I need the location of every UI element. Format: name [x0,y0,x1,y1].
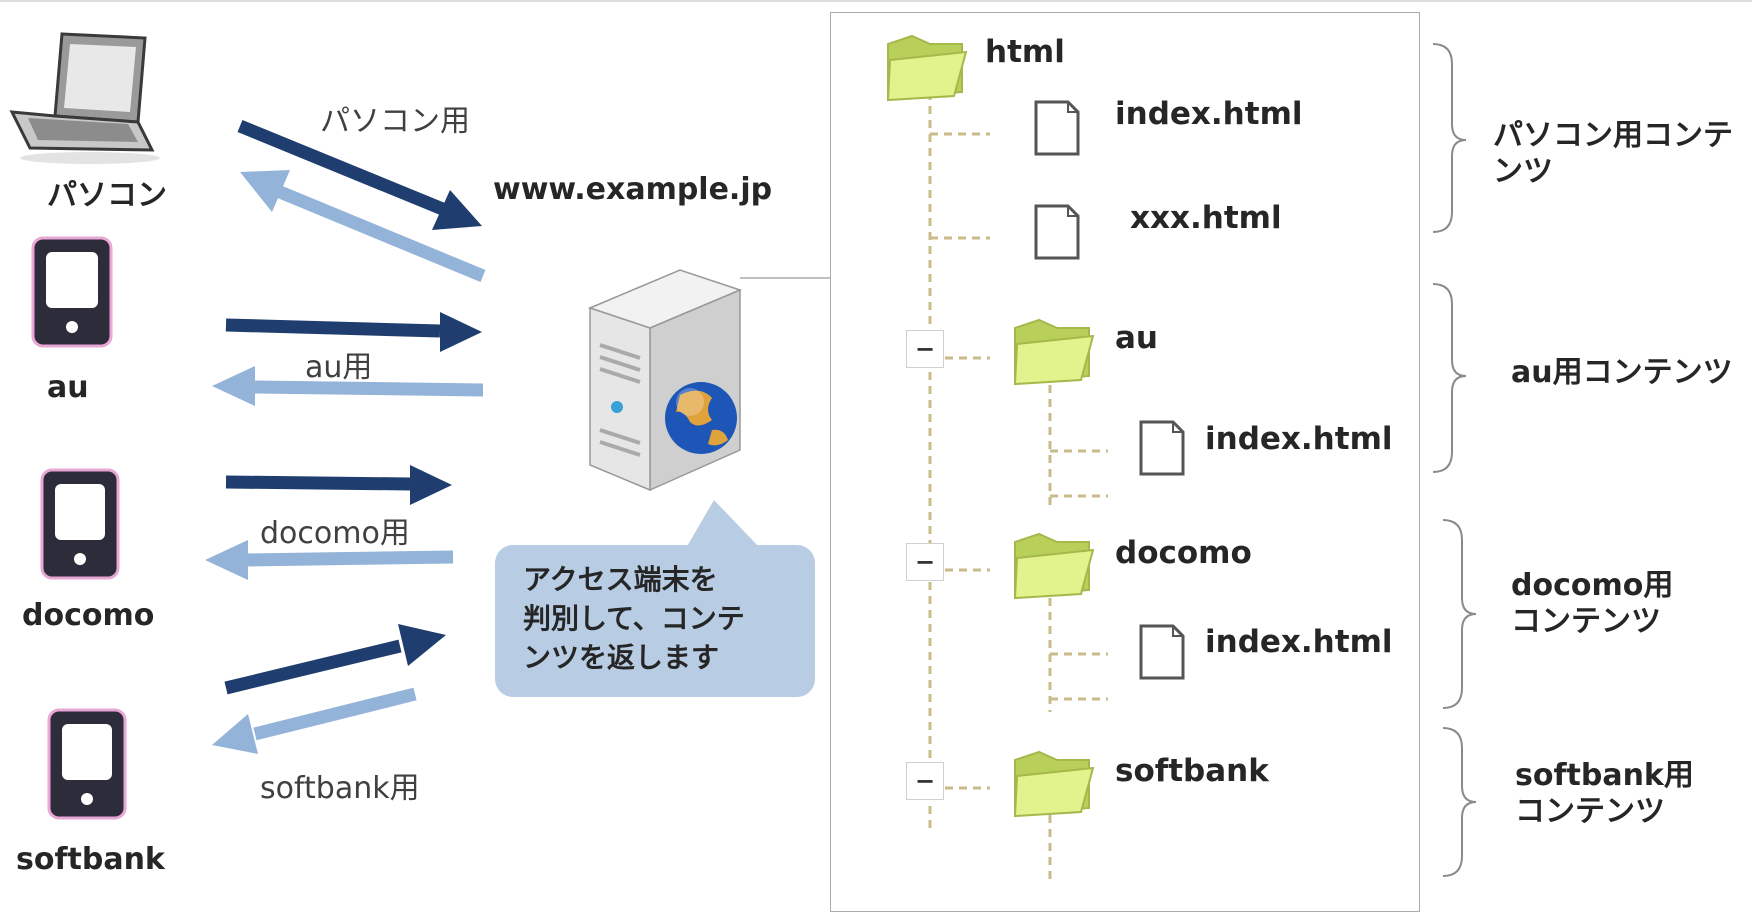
callout-line: アクセス端末を [523,563,718,596]
tree-folder-html[interactable]: html [985,34,1065,70]
callout-line: ンツを返します [523,641,720,674]
device-label-au: au [47,370,89,405]
folder-icon [1013,532,1095,600]
callout-text: アクセス端末を 判別して、コンテ ンツを返します [523,560,745,677]
group-label-docomo: docomo用 コンテンツ [1511,568,1751,640]
tree-file-index[interactable]: index.html [1115,96,1303,132]
tree-folder-docomo[interactable]: docomo [1115,535,1252,571]
top-border [0,0,1752,2]
arrow-label-au: au用 [305,350,373,385]
collapse-toggle-softbank[interactable]: − [906,762,944,800]
tree-file-docomo-index[interactable]: index.html [1205,624,1393,660]
tree-file-xxx[interactable]: xxx.html [1130,200,1282,236]
group-label-line: docomo用 [1511,568,1674,603]
mobile-phone-icon [31,236,113,348]
folder-icon [1013,318,1095,386]
device-label-softbank: softbank [16,842,165,877]
group-label-line: パソコン用コンテ [1493,118,1733,153]
response-arrow [240,170,486,283]
file-icon [1139,420,1185,476]
request-arrow [237,119,482,230]
mobile-phone-icon [40,468,120,580]
response-arrow [212,366,484,406]
file-icon [1034,204,1080,260]
request-arrow [224,624,446,695]
request-arrow [225,465,452,505]
arrow-label-softbank: softbank用 [260,771,420,806]
group-label-line: ンツ [1493,154,1553,189]
device-label-docomo: docomo [22,598,155,633]
web-server-icon [587,269,743,492]
brace [1442,727,1477,877]
response-arrow [205,540,454,580]
request-arrow [225,312,482,352]
group-label-softbank: softbank用 コンテンツ [1515,758,1751,830]
laptop-icon [9,32,160,164]
tree-graphics [886,34,1477,880]
group-label-pc: パソコン用コンテ ンツ [1493,118,1752,190]
device-label-pc: パソコン [47,178,167,213]
arrow-label-pc: パソコン用 [320,104,470,139]
group-label-line: softbank用 [1515,758,1694,793]
group-label-line: コンテンツ [1511,604,1661,639]
folder-icon [886,34,968,102]
brace [1432,283,1467,473]
server-domain: www.example.jp [493,172,773,207]
arrow-label-docomo: docomo用 [260,516,410,551]
collapse-toggle-docomo[interactable]: − [906,543,944,581]
response-arrow [212,687,417,754]
file-icon [1139,624,1185,680]
collapse-toggle-au[interactable]: − [906,330,944,368]
diagram-graphics [9,32,832,820]
group-label-au: au用コンテンツ [1511,355,1751,391]
brace [1442,519,1477,709]
brace [1432,43,1467,233]
mobile-phone-icon [47,708,127,820]
tree-file-au-index[interactable]: index.html [1205,421,1393,457]
file-icon [1034,100,1080,156]
group-label-line: コンテンツ [1515,794,1665,829]
tree-folder-au[interactable]: au [1115,320,1158,356]
tree-folder-softbank[interactable]: softbank [1115,753,1269,789]
callout-bubble [495,500,815,697]
group-label-line: au用コンテンツ [1511,355,1733,390]
folder-icon [1013,750,1095,818]
callout-line: 判別して、コンテ [523,602,745,635]
